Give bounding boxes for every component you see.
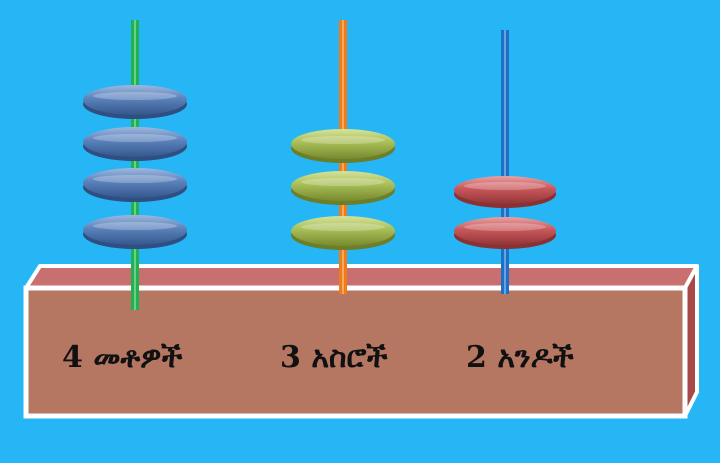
rod-hundreds — [131, 20, 139, 310]
bead-tens — [291, 171, 395, 201]
rods-and-beads — [83, 20, 556, 310]
bead-shine-ones — [464, 182, 546, 190]
bead-shine-tens — [301, 178, 385, 186]
bead-hundreds — [83, 215, 187, 245]
bead-ones — [454, 217, 556, 245]
bead-shine-tens — [301, 223, 385, 231]
bead-hundreds — [83, 168, 187, 198]
label-hundreds: 4 መቶዎች — [62, 340, 183, 375]
label-tens: 3 አስሮች — [280, 340, 388, 375]
bead-shine-hundreds — [93, 222, 177, 230]
label-ones: 2 አንዶች — [466, 340, 574, 375]
abacus-base-top — [24, 264, 699, 290]
bead-hundreds — [83, 127, 187, 157]
bead-hundreds — [83, 85, 187, 115]
rod-ones — [501, 30, 509, 294]
bead-shine-hundreds — [93, 175, 177, 183]
bead-shine-hundreds — [93, 134, 177, 142]
bead-shine-hundreds — [93, 92, 177, 100]
rod-highlight-ones — [504, 30, 506, 294]
bead-tens — [291, 216, 395, 246]
bead-tens — [291, 129, 395, 159]
bead-shine-tens — [301, 136, 385, 144]
bead-ones — [454, 176, 556, 204]
rod-highlight-hundreds — [134, 20, 136, 310]
bead-shine-ones — [464, 223, 546, 231]
